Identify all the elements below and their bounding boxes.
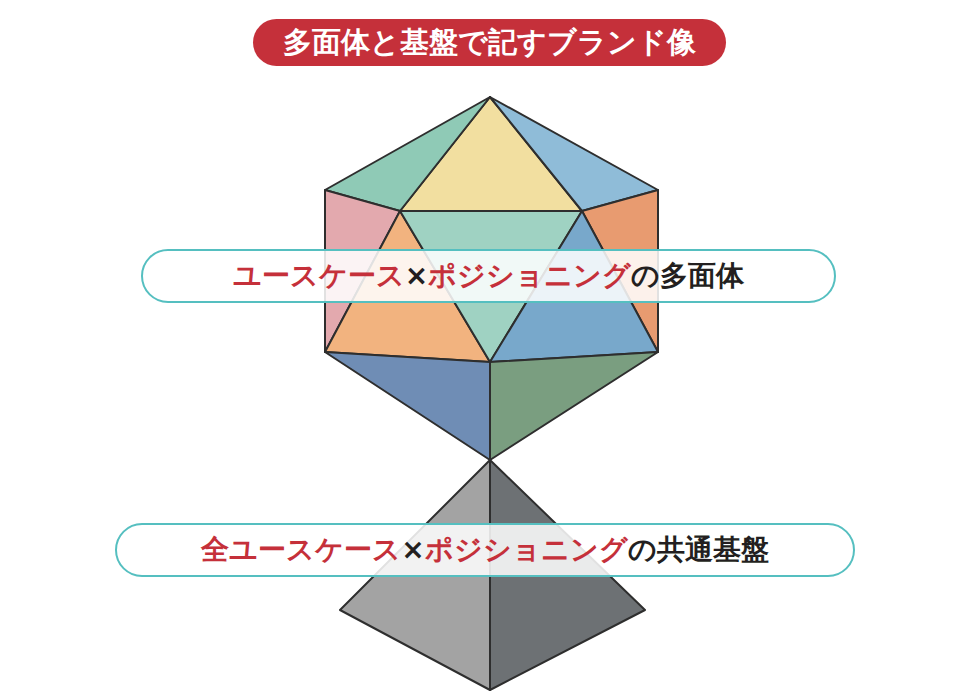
band-text: ×: [405, 259, 428, 292]
band-text: ポジショニング: [428, 259, 631, 292]
band-text: ユースケース: [233, 259, 405, 292]
title-pill: 多面体と基盤で記すブランド像: [253, 19, 726, 66]
band-text: ポジショニング: [425, 533, 628, 566]
label-band: 全ユースケース×ポジショニングの共通基盤: [115, 523, 855, 577]
band-text: の多面体: [631, 259, 744, 292]
band-text: ×: [401, 533, 424, 566]
band-text: の共通基盤: [628, 533, 769, 566]
band-text: 全ユースケース: [201, 533, 401, 566]
label-band: ユースケース×ポジショニングの多面体: [141, 249, 836, 303]
